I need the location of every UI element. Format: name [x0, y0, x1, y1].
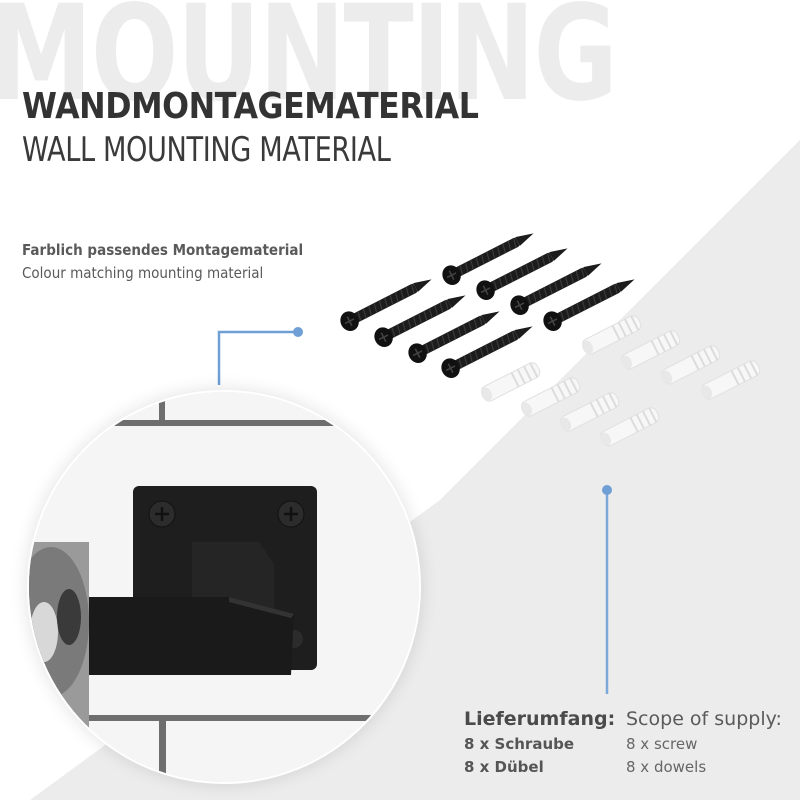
page-title-english: WALL MOUNTING MATERIAL: [22, 130, 391, 170]
supply-heading-english: Scope of supply:: [626, 708, 782, 730]
supply-list-german: Lieferumfang: 8 x Schraube 8 x Dübel: [464, 708, 615, 776]
supply-item: 8 x screw: [626, 735, 698, 753]
supply-item: 8 x dowels: [626, 758, 707, 776]
screw-icon: [336, 269, 437, 335]
screw-icon: [506, 253, 607, 319]
page-title-german: WANDMONTAGEMATERIAL: [22, 86, 479, 127]
supply-heading-german: Lieferumfang:: [464, 708, 616, 730]
wall-mount-bracket-icon: [29, 392, 419, 782]
callout-line-supply: [602, 485, 612, 694]
supply-list-english: Scope of supply: 8 x screw 8 x dowels: [626, 708, 782, 776]
screw-icon: [404, 301, 505, 367]
feature-subtitle-german: Farblich passendes Montagematerial: [22, 241, 304, 259]
watermark-text: MOUNTING: [0, 0, 618, 131]
product-detail-circle: [27, 390, 421, 784]
screw-icon: [370, 285, 471, 351]
callout-line-circle: [217, 327, 303, 385]
supply-item: 8 x Schraube: [464, 735, 575, 753]
supply-item: 8 x Dübel: [464, 758, 544, 776]
feature-subtitle-english: Colour matching mounting material: [22, 264, 264, 282]
screw-icon: [472, 238, 573, 304]
screw-group: [336, 223, 640, 382]
screw-icon: [438, 223, 539, 289]
